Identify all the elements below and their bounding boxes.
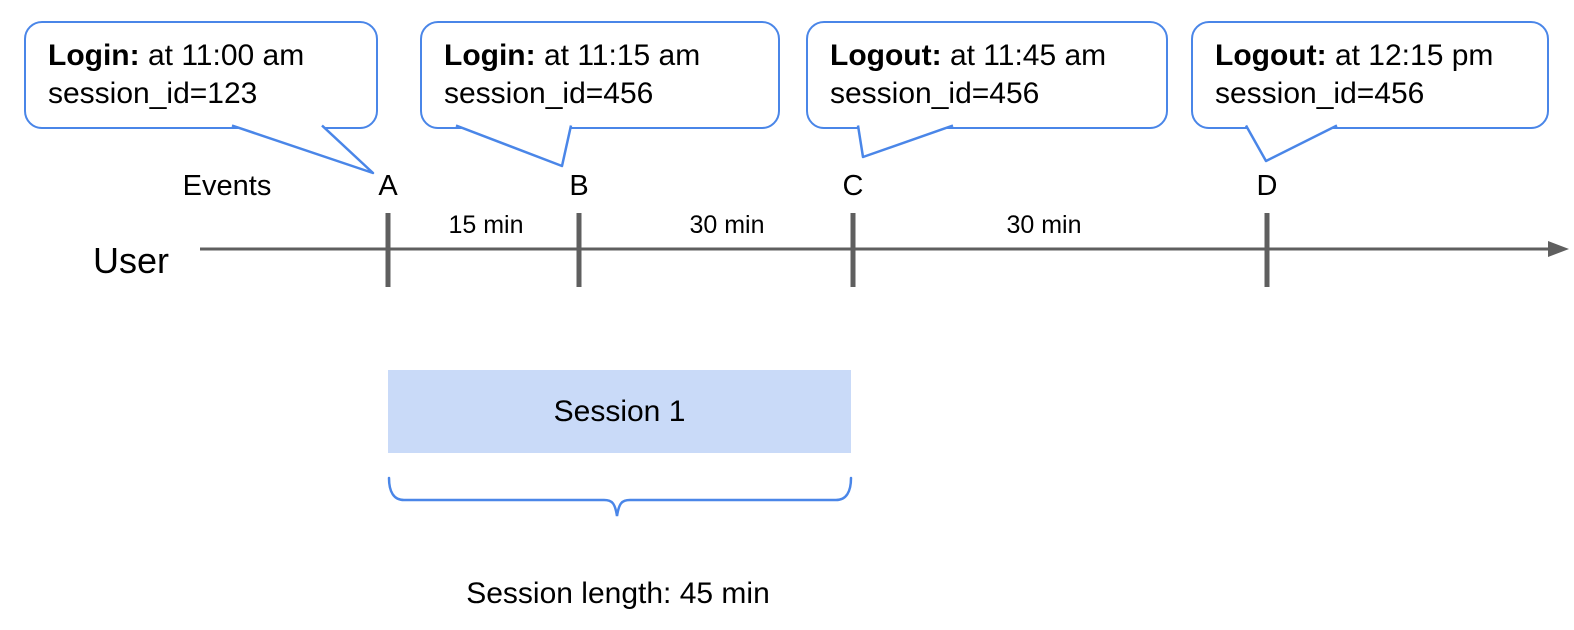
callout-line1: Login: at 11:00 am [48,37,368,75]
callout-line1: Logout: at 12:15 pm [1215,37,1539,75]
user-lane-label: User [93,240,170,281]
session-id-text: session_id=123 [48,77,258,110]
interval-label-2: 30 min [689,211,765,239]
event-time-text: at 11:00 am [147,39,305,72]
interval-label-3: 30 min [1006,211,1082,239]
session-id-text: session_id=456 [444,77,654,110]
event-letter-a: A [378,170,398,202]
callout-logout-c: Logout: at 11:45 am session_id=456 [806,21,1168,129]
callout-logout-d: Logout: at 12:15 pm session_id=456 [1191,21,1549,129]
event-time-text: at 11:15 am [543,39,701,72]
interval-label-1: 15 min [448,211,524,239]
callout-login-b: Login: at 11:15 am session_id=456 [420,21,780,129]
event-letter-c: C [842,170,864,202]
session-box-label: Session 1 [553,395,686,428]
session-box [388,370,851,453]
event-type-label: Login: [444,39,536,72]
session-id-text: session_id=456 [1215,77,1425,110]
event-time-text: at 12:15 pm [1334,39,1494,72]
event-type-label: Login: [48,39,140,72]
session-length-label: Session length: 45 min [466,577,770,610]
callout-line1: Logout: at 11:45 am [830,37,1158,75]
event-time-text: at 11:45 am [949,39,1107,72]
event-type-label: Logout: [1215,39,1327,72]
timeline-arrowhead-icon [1548,241,1569,257]
callout-login-a: Login: at 11:00 am session_id=123 [24,21,378,129]
event-letter-b: B [569,170,589,202]
event-letter-d: D [1256,170,1278,202]
callout-line1: Login: at 11:15 am [444,37,770,75]
session-id-text: session_id=456 [830,77,1040,110]
event-type-label: Logout: [830,39,942,72]
events-axis-label: Events [182,170,272,202]
session-length-brace [387,476,853,517]
